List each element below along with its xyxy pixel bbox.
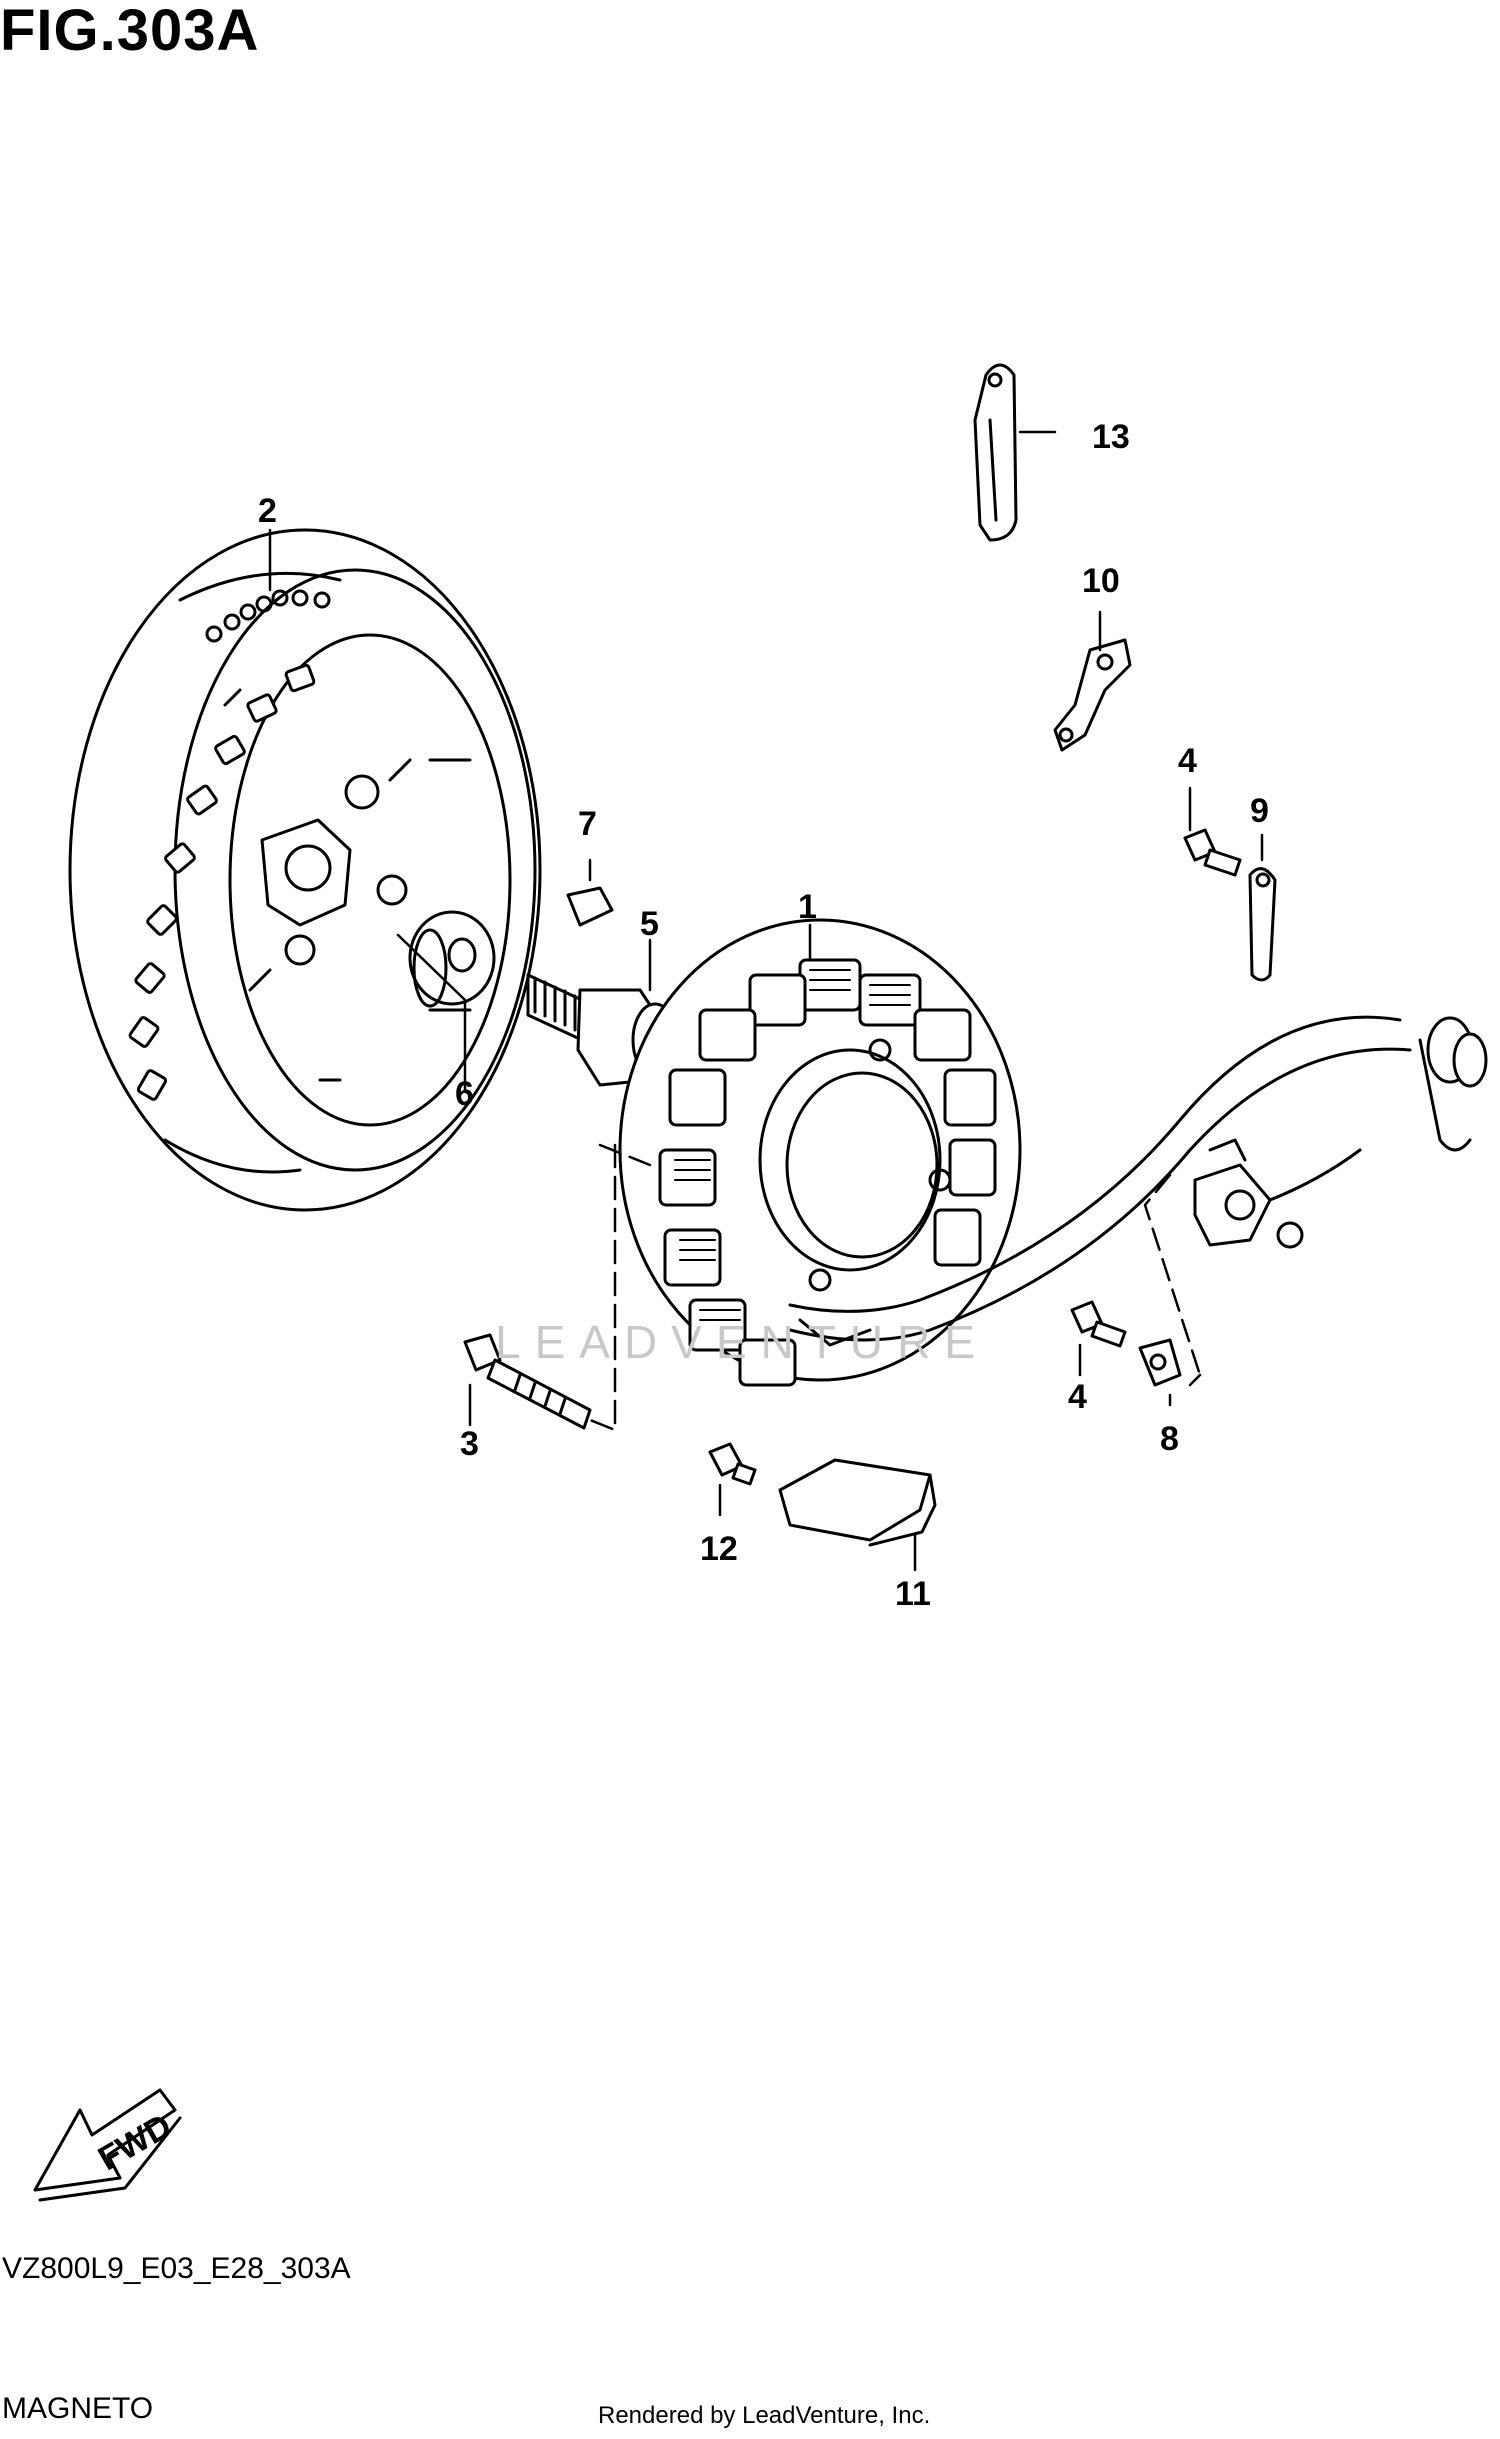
clamp-part [973,363,1018,542]
rendered-by-credit: Rendered by LeadVenture, Inc. [598,2402,931,2429]
figure-code: VZ800L9_E03_E28_303A [2,2252,351,2285]
clip-part [1138,1338,1182,1387]
figure-title: FIG.303A [0,0,260,63]
rotor-part [68,528,542,1212]
cover-screw-part [708,1442,757,1486]
screw-upper-part [1183,828,1242,877]
screw-lower-part [1070,1300,1127,1348]
callout-7: 7 [578,805,597,843]
stator-part [618,918,1022,1387]
callout-9: 9 [1250,792,1269,830]
callout-4-lower: 4 [1068,1378,1087,1416]
fwd-arrow-icon [33,2088,182,2202]
callout-8: 8 [1160,1420,1179,1458]
bracket-part [1053,638,1132,752]
callout-13: 13 [1092,418,1130,456]
callout-4-upper: 4 [1178,742,1197,780]
callout-10: 10 [1082,562,1120,600]
washer-part [408,910,496,1008]
callout-5: 5 [640,905,659,943]
watermark: LEADVENTURE [495,1316,989,1368]
callout-1: 1 [798,888,817,926]
callout-12: 12 [700,1530,738,1568]
callout-3: 3 [460,1425,479,1463]
stator-lead-wire [788,1015,1488,1347]
callout-11: 11 [895,1575,931,1613]
cover-plate-part [778,1458,937,1547]
callout-6: 6 [455,1075,474,1113]
key-part [566,886,614,927]
callout-2: 2 [258,492,277,530]
stator-bolt-part [463,1333,592,1430]
figure-name: MAGNETO [2,2392,154,2425]
strap-part [1248,867,1277,982]
